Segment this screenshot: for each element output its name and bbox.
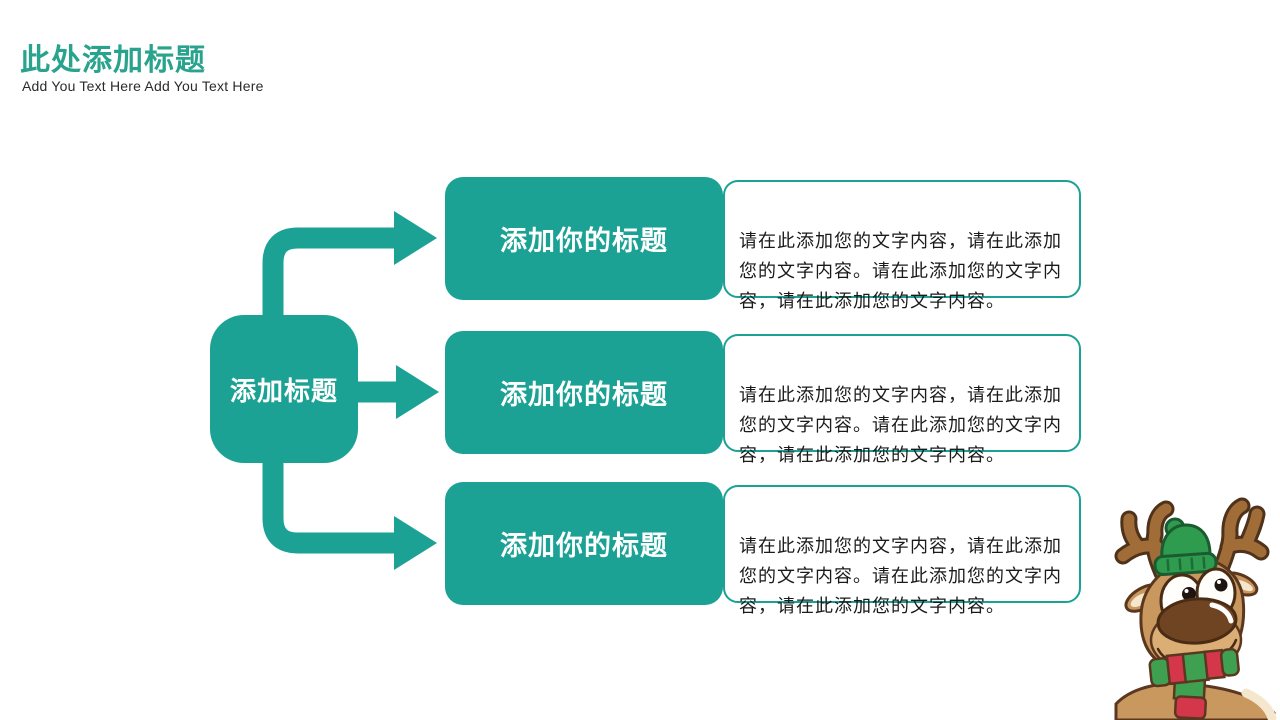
- arrowhead-middle: [396, 365, 439, 419]
- arrowhead-top: [394, 211, 437, 265]
- row-body-box: 请在此添加您的文字内容，请在此添加 您的文字内容。请在此添加您的文字内 容，请在…: [723, 180, 1081, 311]
- row-body-box: 请在此添加您的文字内容，请在此添加 您的文字内容。请在此添加您的文字内 容，请在…: [723, 334, 1081, 465]
- row-body-text: 请在此添加您的文字内容，请在此添加 您的文字内容。请在此添加您的文字内 容，请在…: [739, 536, 1062, 616]
- page-title: 此处添加标题: [20, 44, 206, 78]
- reindeer-illustration: [1114, 497, 1277, 720]
- row-title-label: 添加你的标题: [500, 380, 668, 410]
- center-node: 添加标题: [210, 315, 358, 463]
- row-body-text: 请在此添加您的文字内容，请在此添加 您的文字内容。请在此添加您的文字内 容，请在…: [739, 231, 1062, 311]
- row-body-text: 请在此添加您的文字内容，请在此添加 您的文字内容。请在此添加您的文字内 容，请在…: [739, 385, 1062, 465]
- row-title-box: 添加你的标题: [445, 331, 723, 454]
- row-body-box: 请在此添加您的文字内容，请在此添加 您的文字内容。请在此添加您的文字内 容，请在…: [723, 485, 1081, 616]
- arrowhead-bottom: [394, 516, 437, 570]
- row-title-label: 添加你的标题: [500, 531, 668, 561]
- row-title-box: 添加你的标题: [445, 482, 723, 605]
- green-beanie-hat: [1153, 517, 1218, 577]
- center-node-label: 添加标题: [229, 375, 338, 406]
- striped-scarf: [1148, 647, 1240, 720]
- row-title-box: 添加你的标题: [445, 177, 723, 300]
- row-title-label: 添加你的标题: [500, 226, 668, 256]
- page-subtitle: Add You Text Here Add You Text Here: [22, 78, 264, 94]
